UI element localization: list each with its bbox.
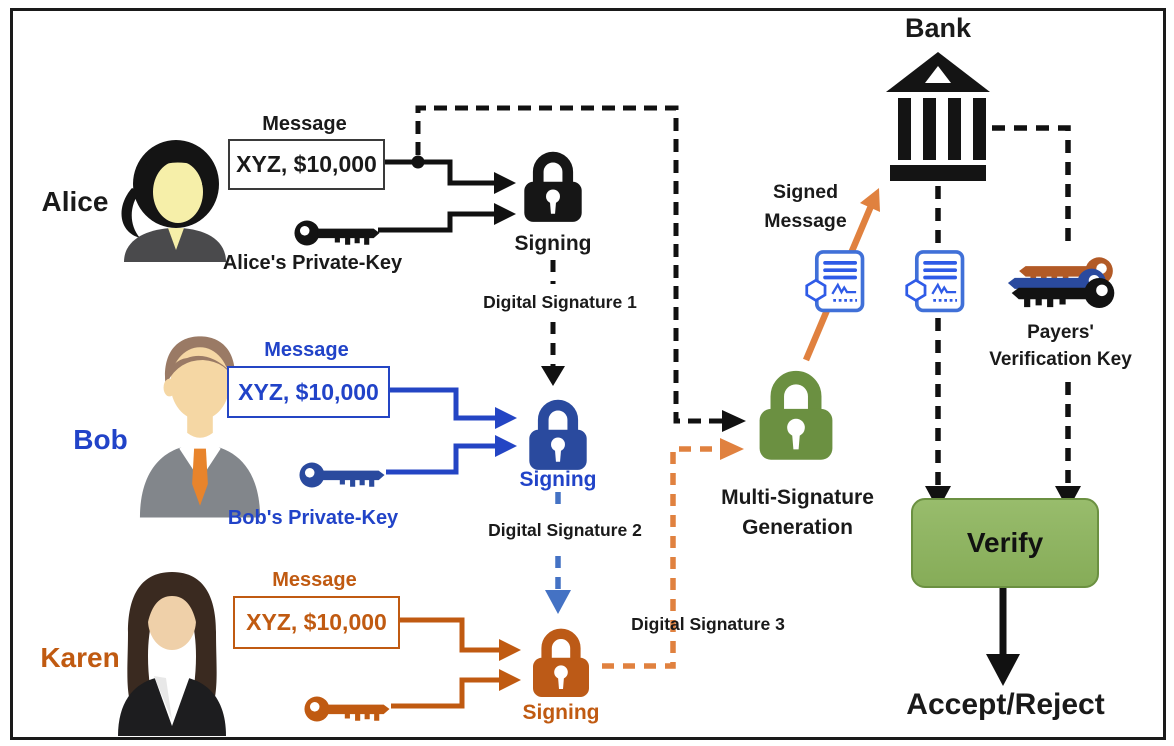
bank-building-icon — [886, 52, 990, 181]
alice-signing-lock-icon — [512, 138, 594, 232]
karen-message-label: Message — [272, 569, 357, 591]
signed-message-line1: Signed — [772, 181, 838, 203]
digital-signature-3-dashed — [602, 446, 720, 669]
digital-signature-2-label: Digital Signature 2 — [488, 520, 642, 540]
alice-input-arrows — [378, 159, 494, 233]
alice-signing-label: Signing — [514, 232, 592, 255]
actor-name-bob: Bob — [73, 424, 128, 455]
multisig-label-line1: Multi-Signature — [721, 486, 874, 509]
karen-signing-lock-icon — [521, 616, 601, 706]
verify-output-arrow — [986, 584, 1020, 686]
karen-message-box: XYZ, $10,000 — [233, 596, 400, 649]
karen-private-key-icon — [304, 696, 390, 722]
karen-input-arrows — [391, 617, 499, 709]
bob-message-box: XYZ, $10,000 — [227, 366, 390, 418]
signed-message-line2: Message — [764, 210, 847, 233]
multisig-lock-icon — [744, 354, 848, 472]
alice-private-key-icon — [294, 220, 380, 246]
verification-keys-icon — [998, 250, 1120, 316]
bank-label: Bank — [904, 13, 972, 43]
multisig-label-line2: Generation — [742, 516, 853, 540]
accept-reject-label: Accept/Reject — [906, 688, 1105, 721]
alice-avatar — [121, 140, 226, 262]
karen-avatar — [118, 572, 226, 736]
alice-message-label: Message — [262, 113, 347, 135]
junction-dot — [411, 155, 425, 169]
verify-box: Verify — [911, 498, 1099, 588]
bob-private-key-icon — [299, 462, 385, 488]
bob-avatar — [139, 336, 261, 518]
bob-private-key-label: Bob's Private-Key — [227, 507, 399, 529]
karen-signing-label: Signing — [522, 701, 600, 724]
signed-document-icon — [804, 249, 865, 313]
bob-message-label: Message — [264, 339, 349, 361]
bank-to-keys-dashed — [992, 125, 1071, 488]
digital-signature-3-label: Digital Signature 3 — [631, 614, 785, 634]
alice-message-box: XYZ, $10,000 — [228, 139, 385, 190]
bank-document-icon — [904, 249, 965, 313]
payers-verification-key-label: Payers' Verification Key — [958, 320, 1163, 373]
alice-private-key-label: Alice's Private-Key — [222, 252, 403, 274]
actor-name-alice: Alice — [41, 186, 109, 217]
payers-key-line2: Verification Key — [989, 348, 1132, 370]
diagram-border — [10, 8, 1166, 740]
bob-signing-lock-icon — [517, 386, 599, 480]
payers-key-line1: Payers' — [1027, 322, 1094, 343]
bob-signing-label: Signing — [519, 468, 597, 491]
actor-name-karen: Karen — [40, 642, 120, 673]
digital-signature-1-label: Digital Signature 1 — [483, 292, 637, 312]
message-to-multisig-dashed — [415, 105, 722, 424]
bob-input-arrows — [386, 387, 495, 475]
